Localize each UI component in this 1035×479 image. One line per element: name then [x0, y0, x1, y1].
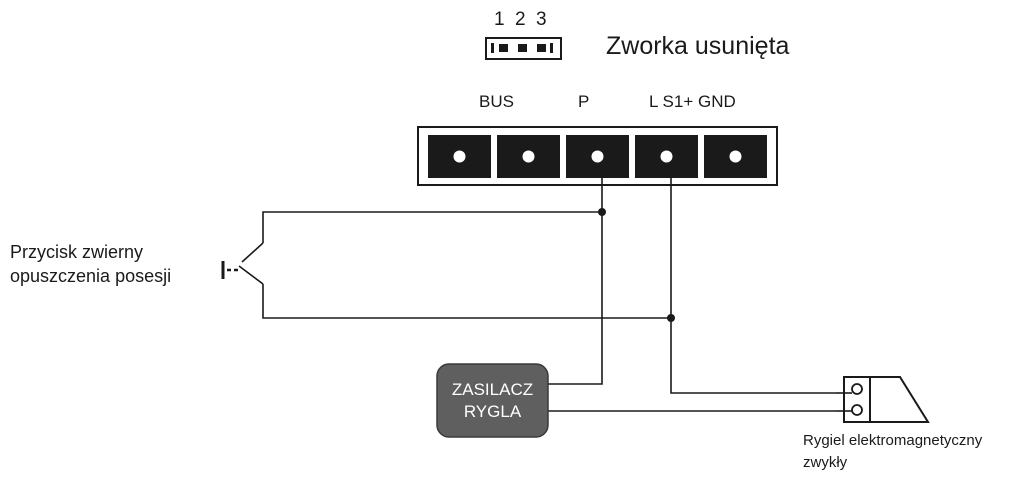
jumper-caption: Zworka usunięta [606, 32, 790, 60]
terminal-screw-icon [729, 150, 742, 163]
terminal-block [417, 126, 778, 186]
jumper-connector [485, 37, 562, 60]
wire-p-to-psu [548, 172, 603, 385]
terminal-label-p: P [578, 92, 590, 111]
terminal-label-l-s1-gnd: L S1+ GND [649, 92, 736, 111]
terminal-label-bus: BUS [479, 92, 514, 111]
lock-label-line2: zwykły [803, 454, 848, 471]
wire-button-to-l [262, 284, 671, 319]
psu-label-line1: ZASILACZ [451, 379, 534, 399]
jumper-pin-1 [499, 44, 508, 52]
wire-button-to-p [262, 211, 602, 243]
terminal-screw-icon [522, 150, 535, 163]
wires [262, 172, 836, 412]
junction-dot [598, 208, 606, 216]
exit-button-label-line1: Przycisk zwierny [10, 242, 144, 262]
push-button-symbol [221, 242, 264, 285]
exit-button-label-line2: opuszczenia posesji [10, 266, 172, 286]
terminal-screw-icon [660, 150, 673, 163]
lock-power-supply-box [436, 363, 549, 438]
terminal-screw-icon [453, 150, 466, 163]
lock-label-line1: Rygiel elektromagnetyczny [803, 432, 983, 449]
psu-label-line2: RYGLA [463, 401, 522, 421]
jumper-pin-number-3: 3 [536, 9, 547, 30]
jumper-pin-3 [537, 44, 546, 52]
wire-l-to-lock [670, 172, 836, 394]
terminal-screw-icon [591, 150, 604, 163]
jumper-pin-number-2: 2 [515, 9, 526, 30]
lock-label: Rygiel elektromagnetyczny zwykły [803, 430, 982, 474]
jumper-pin-number-1: 1 [494, 9, 505, 30]
electromagnetic-lock-icon [836, 376, 930, 423]
jumper-pin-2 [518, 44, 527, 52]
junction-dot [667, 314, 675, 322]
exit-button-label: Przycisk zwierny opuszczenia posesji [10, 240, 171, 288]
lock-power-supply-label: ZASILACZ RYGLA [437, 364, 548, 437]
